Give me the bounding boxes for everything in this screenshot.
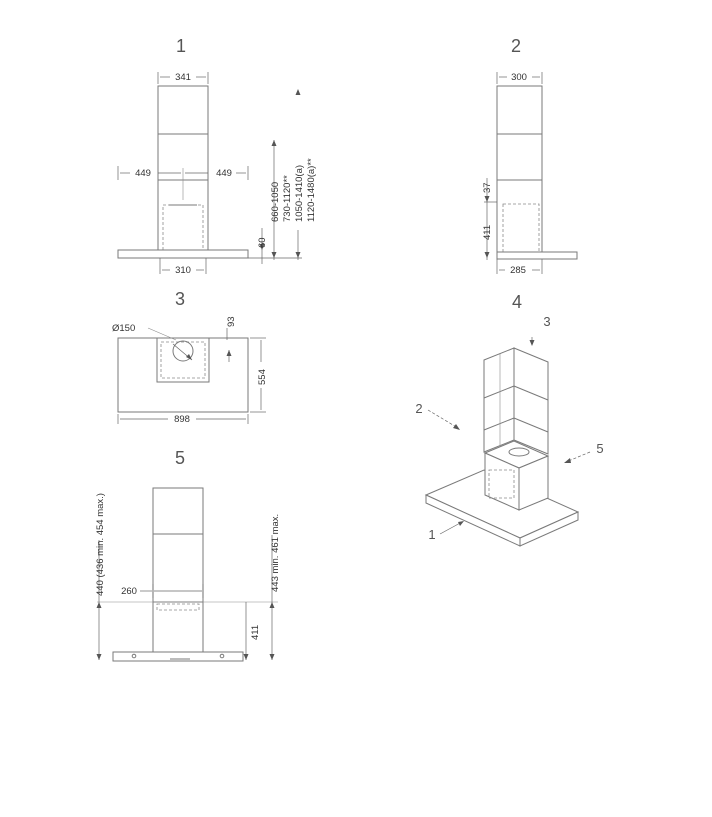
view-1-number: 1 — [176, 36, 186, 56]
v5-arrow-left-t — [96, 602, 102, 608]
v4-joint-f2 — [483, 417, 515, 431]
v2-width-top: 300 — [511, 72, 527, 83]
v1-h-range4: 1120-1480(a)** — [306, 158, 317, 222]
v1-chimney-upper — [157, 85, 209, 135]
v4-arrow-1 — [458, 521, 464, 526]
v1-arrow-60 — [259, 244, 265, 250]
v3-width: 898 — [174, 414, 190, 425]
view-2-side: 2 300 37 411 285 — [482, 36, 578, 276]
v5-left-range: 440 (436 min. 454 max.) — [95, 493, 106, 596]
v1-arrow-range2-b — [295, 252, 301, 258]
v4-callout-3: 3 — [543, 314, 550, 329]
v2-d411: 411 — [482, 225, 493, 240]
v1-h-range1: 660-1050 — [270, 182, 281, 222]
v2-arrow-37 — [484, 196, 490, 202]
v4-joint-s1 — [513, 385, 549, 401]
v2-depth: 285 — [510, 265, 526, 276]
view-3-number: 3 — [175, 289, 185, 309]
v5-arrow-right-b — [269, 654, 275, 660]
v5-arrow-left-b — [96, 654, 102, 660]
v5-arrow-right-t — [269, 602, 275, 608]
v3-chimney-outline — [156, 337, 210, 383]
v2-arrow-411 — [484, 252, 490, 258]
v1-width-top: 341 — [175, 72, 191, 83]
v4-callout-5: 5 — [596, 441, 603, 456]
v3-diameter: Ø150 — [112, 323, 135, 334]
view-5-front-ranges: 5 440 (436 min. 454 max.) 260 411 443 mi… — [95, 448, 281, 662]
v1-h60: 60 — [257, 237, 268, 248]
v3-leader — [147, 327, 177, 341]
v1-arrow-top — [295, 89, 301, 95]
v1-arrow-range-b — [271, 252, 277, 258]
v1-arrow-range-t — [271, 140, 277, 146]
v4-leader-2 — [427, 409, 459, 429]
v5-chimney-middle — [152, 533, 204, 603]
v4-arrow-2 — [453, 424, 460, 430]
v2-canopy — [496, 251, 578, 260]
v2-chimney-middle — [496, 133, 543, 181]
v4-chimney-front — [483, 347, 515, 453]
v5-chimney-lower — [152, 601, 204, 653]
v4-arrow-5 — [564, 458, 571, 463]
v4-joint-f1 — [483, 385, 515, 399]
v4-canopy-side — [519, 511, 579, 547]
v3-motor-outline — [160, 341, 206, 379]
v4-chimney-side — [513, 347, 549, 455]
v3-diameter-arrow — [186, 354, 192, 360]
view-3-top: 3 Ø150 93 554 898 — [112, 289, 268, 425]
v1-h-range2: 730-1120** — [282, 175, 293, 222]
v3-arrow-93 — [226, 350, 232, 356]
v5-d411: 411 — [250, 625, 261, 640]
v4-callout-2: 2 — [415, 401, 422, 416]
v4-arrow-3 — [529, 340, 535, 346]
view-1-front: 1 341 449 449 310 60 — [117, 36, 317, 276]
view-4-isometric: 4 3 2 5 1 — [415, 292, 604, 547]
v1-canopy — [117, 249, 249, 259]
v4-callout-1: 1 — [428, 527, 435, 542]
v5-light-l — [131, 653, 137, 659]
v5-right-range: 443 min. 461 max. — [270, 514, 281, 592]
v1-h-range3: 1050-1410(a) — [294, 165, 305, 222]
v5-canopy — [112, 651, 244, 662]
v4-motor-inner — [488, 469, 515, 499]
v3-depth: 554 — [257, 369, 268, 385]
v1-bottom-width: 310 — [175, 265, 191, 276]
v1-side-right: 449 — [216, 168, 232, 179]
v3-canopy-outline — [117, 337, 249, 413]
v1-side-left: 449 — [135, 168, 151, 179]
v4-leader-1 — [439, 521, 463, 535]
v2-d37: 37 — [482, 182, 493, 193]
v5-chimney-upper — [152, 487, 204, 535]
v4-outlet-ring — [508, 447, 530, 457]
v5-d260: 260 — [121, 586, 137, 597]
v2-motor-box — [502, 203, 540, 253]
v2-chimney-upper — [496, 85, 543, 135]
view-4-number: 4 — [512, 292, 522, 312]
v5-arrow-411 — [243, 654, 249, 660]
view-2-number: 2 — [511, 36, 521, 56]
v4-joint-s2 — [513, 417, 549, 433]
view-5-number: 5 — [175, 448, 185, 468]
v2-chimney-lower — [496, 179, 543, 253]
v1-motor-box — [162, 204, 204, 251]
v3-outlet-circle — [172, 340, 194, 362]
v5-bracket — [156, 603, 200, 611]
v3-d93: 93 — [226, 316, 237, 327]
v5-light-r — [219, 653, 225, 659]
v4-motor-side — [518, 455, 549, 511]
